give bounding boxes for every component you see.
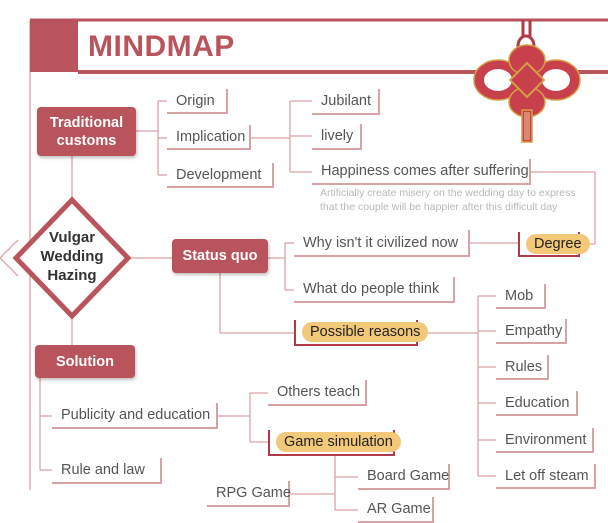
node-let-off-steam[interactable]: Let off steam <box>496 464 596 489</box>
node-label: Degree <box>526 233 590 254</box>
node-lively[interactable]: lively <box>312 124 362 150</box>
node-environment[interactable]: Environment <box>496 428 594 453</box>
node-status-quo[interactable]: Status quo <box>172 239 268 273</box>
note-line-2: that the couple will be happier after th… <box>320 201 558 213</box>
node-what-people-think[interactable]: What do people think <box>294 277 455 303</box>
center-diamond <box>12 196 132 320</box>
node-rpg-game[interactable]: RPG Game <box>207 481 291 507</box>
node-jubilant[interactable]: Jubilant <box>312 89 380 115</box>
node-label: Status quo <box>182 248 258 264</box>
node-happiness[interactable]: Happiness comes after suffering <box>312 159 531 185</box>
central-topic[interactable]: Vulgar Wedding Hazing <box>40 229 104 284</box>
node-implication[interactable]: Implication <box>167 125 251 150</box>
node-others-teach[interactable]: Others teach <box>268 380 367 406</box>
node-label: Solution <box>56 353 114 370</box>
node-publicity-education[interactable]: Publicity and education <box>52 403 218 429</box>
node-mob[interactable]: Mob <box>496 284 546 309</box>
node-possible-reasons[interactable]: Possible reasons <box>294 320 429 346</box>
node-ar-game[interactable]: AR Game <box>358 497 434 523</box>
node-why-not-civilized[interactable]: Why isn't it civilized now <box>294 230 470 257</box>
note-line-1: Artificially create misery on the weddin… <box>320 187 576 199</box>
node-traditional-customs[interactable]: Traditional customs <box>37 107 136 156</box>
node-empathy[interactable]: Empathy <box>496 319 567 344</box>
node-degree[interactable]: Degree <box>518 232 590 257</box>
node-education[interactable]: Education <box>496 391 578 416</box>
node-label: Game simulation <box>276 432 401 452</box>
node-label: Traditional customs <box>49 114 124 149</box>
node-solution[interactable]: Solution <box>35 345 135 378</box>
node-board-game[interactable]: Board Game <box>358 464 450 490</box>
chinese-knot-icon <box>473 20 581 143</box>
page-title: MINDMAP <box>88 30 235 63</box>
node-rule-and-law[interactable]: Rule and law <box>52 458 162 484</box>
node-game-simulation[interactable]: Game simulation <box>268 430 401 456</box>
node-rules[interactable]: Rules <box>496 355 549 380</box>
node-development[interactable]: Development <box>167 163 274 188</box>
node-label: Possible reasons <box>302 322 429 342</box>
node-origin[interactable]: Origin <box>167 89 228 114</box>
